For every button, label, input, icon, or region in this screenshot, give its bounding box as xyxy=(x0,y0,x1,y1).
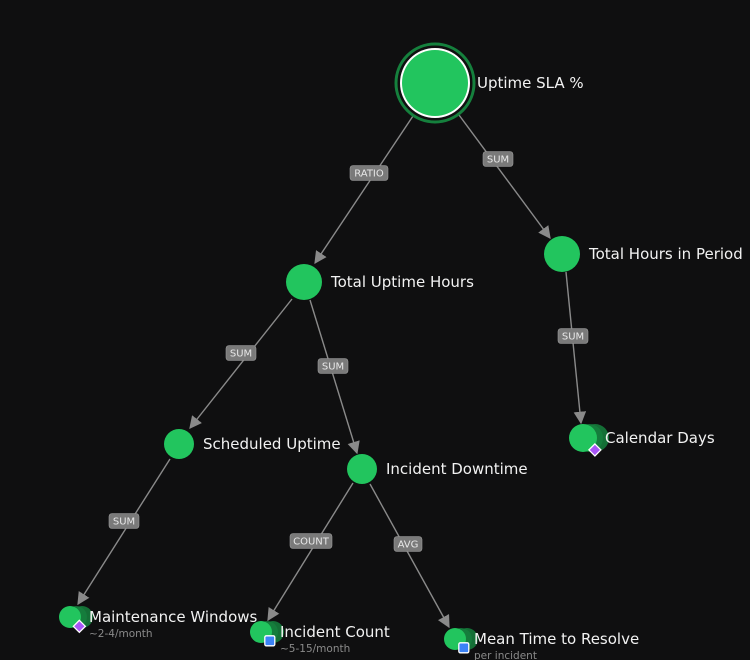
diamond-icon xyxy=(72,619,87,634)
node-incident-count[interactable]: Incident Count ~5-15/month xyxy=(250,621,390,655)
node-circle xyxy=(164,429,194,459)
edge-label-text: RATIO xyxy=(354,169,384,180)
edge-label-bg xyxy=(225,345,257,361)
node-circle xyxy=(544,236,580,272)
node-calendar-days[interactable]: Calendar Days xyxy=(569,424,715,457)
edge-label-bg xyxy=(557,328,589,344)
square-icon xyxy=(458,642,470,654)
edge-label-sum: SUM xyxy=(557,328,589,344)
edge-label-bg xyxy=(289,533,333,549)
node-label: Maintenance Windows xyxy=(89,608,258,626)
edge-label-bg xyxy=(317,358,349,374)
node-sublabel: per incident xyxy=(474,650,537,660)
edge-total_uptime_hours-to-incident_downtime xyxy=(309,299,360,455)
edge-total_hours_period-to-calendar_days xyxy=(565,271,587,425)
edge-label-sum: SUM xyxy=(225,345,257,361)
node-label: Incident Count xyxy=(280,623,390,641)
node-circle xyxy=(347,454,377,484)
edge-label-text: COUNT xyxy=(293,537,330,548)
node-label: Total Uptime Hours xyxy=(330,273,474,291)
edge-labels-layer: RATIO SUM SUM SUM SUM SUM COUNT AVG xyxy=(108,151,589,552)
node-mean-time-to-resolve[interactable]: Mean Time to Resolve per incident xyxy=(444,628,639,660)
diamond-icon xyxy=(587,442,602,457)
edges-layer xyxy=(77,114,587,629)
edge-incident_downtime-to-mean_time_to_resolve xyxy=(369,483,450,629)
edge-label-bg xyxy=(393,536,423,552)
node-label: Scheduled Uptime xyxy=(203,435,341,453)
node-sublabel: ~5-15/month xyxy=(280,643,350,655)
edge-label-avg: AVG xyxy=(393,536,423,552)
edge-scheduled_uptime-to-maintenance_windows xyxy=(77,458,171,606)
edge-label-text: SUM xyxy=(113,517,135,528)
node-total-uptime-hours[interactable]: Total Uptime Hours xyxy=(286,264,474,300)
node-label: Incident Downtime xyxy=(386,460,528,478)
node-circle xyxy=(569,424,597,452)
edge-label-ratio: RATIO xyxy=(349,165,389,181)
node-label: Calendar Days xyxy=(605,429,715,447)
node-total-hours-period[interactable]: Total Hours in Period xyxy=(544,236,743,272)
node-maintenance-windows[interactable]: Maintenance Windows ~2-4/month xyxy=(59,606,258,640)
node-label: Uptime SLA % xyxy=(477,74,584,92)
node-circle xyxy=(59,606,81,628)
node-sublabel: ~2-4/month xyxy=(89,628,153,640)
node-circle xyxy=(402,50,468,116)
edge-label-count: COUNT xyxy=(289,533,333,549)
edge-total_uptime_hours-to-scheduled_uptime xyxy=(189,298,293,429)
node-scheduled-uptime[interactable]: Scheduled Uptime xyxy=(164,429,341,459)
edge-incident_downtime-to-incident_count xyxy=(267,482,354,622)
edge-label-bg xyxy=(349,165,389,181)
node-incident-downtime[interactable]: Incident Downtime xyxy=(347,454,528,484)
node-label: Total Hours in Period xyxy=(588,245,743,263)
edge-label-text: SUM xyxy=(562,332,584,343)
nodes-layer: Uptime SLA % Total Uptime Hours Total Hour… xyxy=(59,42,743,660)
edge-label-text: SUM xyxy=(230,349,252,360)
root-outer-ring xyxy=(394,42,476,124)
square-icon xyxy=(264,635,276,647)
edge-uptime_sla-to-total_hours_period xyxy=(458,114,551,240)
edge-label-sum: SUM xyxy=(482,151,514,167)
edge-label-bg xyxy=(482,151,514,167)
edge-label-sum: SUM xyxy=(108,513,140,529)
edge-label-text: SUM xyxy=(322,362,344,373)
edge-uptime_sla-to-total_uptime_hours xyxy=(314,115,414,265)
node-label: Mean Time to Resolve xyxy=(474,630,639,648)
edge-label-text: AVG xyxy=(398,540,419,551)
edge-label-text: SUM xyxy=(487,155,509,166)
edge-label-bg xyxy=(108,513,140,529)
edge-label-sum: SUM xyxy=(317,358,349,374)
node-circle xyxy=(286,264,322,300)
node-uptime-sla[interactable]: Uptime SLA % xyxy=(394,42,584,124)
